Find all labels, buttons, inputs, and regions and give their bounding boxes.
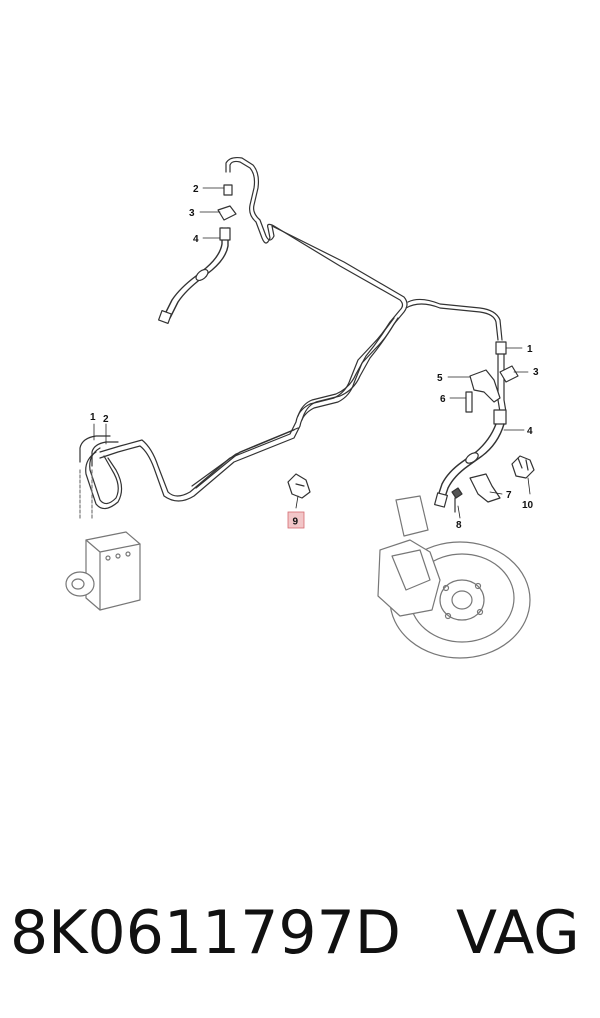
clip-3-right	[499, 365, 519, 383]
brake-disc-assembly	[377, 495, 531, 659]
callout-highlight-9: 9	[293, 517, 299, 528]
rear-right-brake-hose	[434, 341, 507, 508]
clip-10	[511, 455, 535, 479]
callout-right-3: 3	[533, 367, 539, 378]
bolt-8	[451, 487, 463, 513]
callout-left-2: 2	[103, 414, 109, 425]
highlight-box-9	[287, 511, 305, 529]
bracket-5	[465, 369, 501, 413]
callout-right-1: 1	[527, 344, 533, 355]
leader-lines	[93, 187, 531, 519]
bracket-7	[469, 473, 501, 503]
callout-left-1: 1	[90, 412, 96, 423]
brand-name: VAG	[456, 898, 580, 968]
front-left-brake-hose	[157, 184, 237, 325]
callout-right-10: 10	[522, 500, 534, 511]
part-number: 8K0611797D	[10, 898, 401, 968]
callout-top-2: 2	[193, 184, 199, 195]
callout-top-4: 4	[193, 234, 199, 245]
callout-right-6: 6	[440, 394, 446, 405]
brake-pipe-main	[79, 156, 503, 510]
callout-right-4: 4	[527, 426, 533, 437]
brake-line-diagram: 2 3 4 1 2 1 3 5 6 4 7 8 10 9	[65, 156, 539, 659]
callout-right-5: 5	[437, 373, 443, 384]
abs-unit	[65, 469, 141, 611]
callout-right-8: 8	[456, 520, 462, 531]
callout-top-3: 3	[189, 208, 195, 219]
callout-right-7: 7	[506, 490, 512, 501]
clip-9	[287, 473, 311, 499]
